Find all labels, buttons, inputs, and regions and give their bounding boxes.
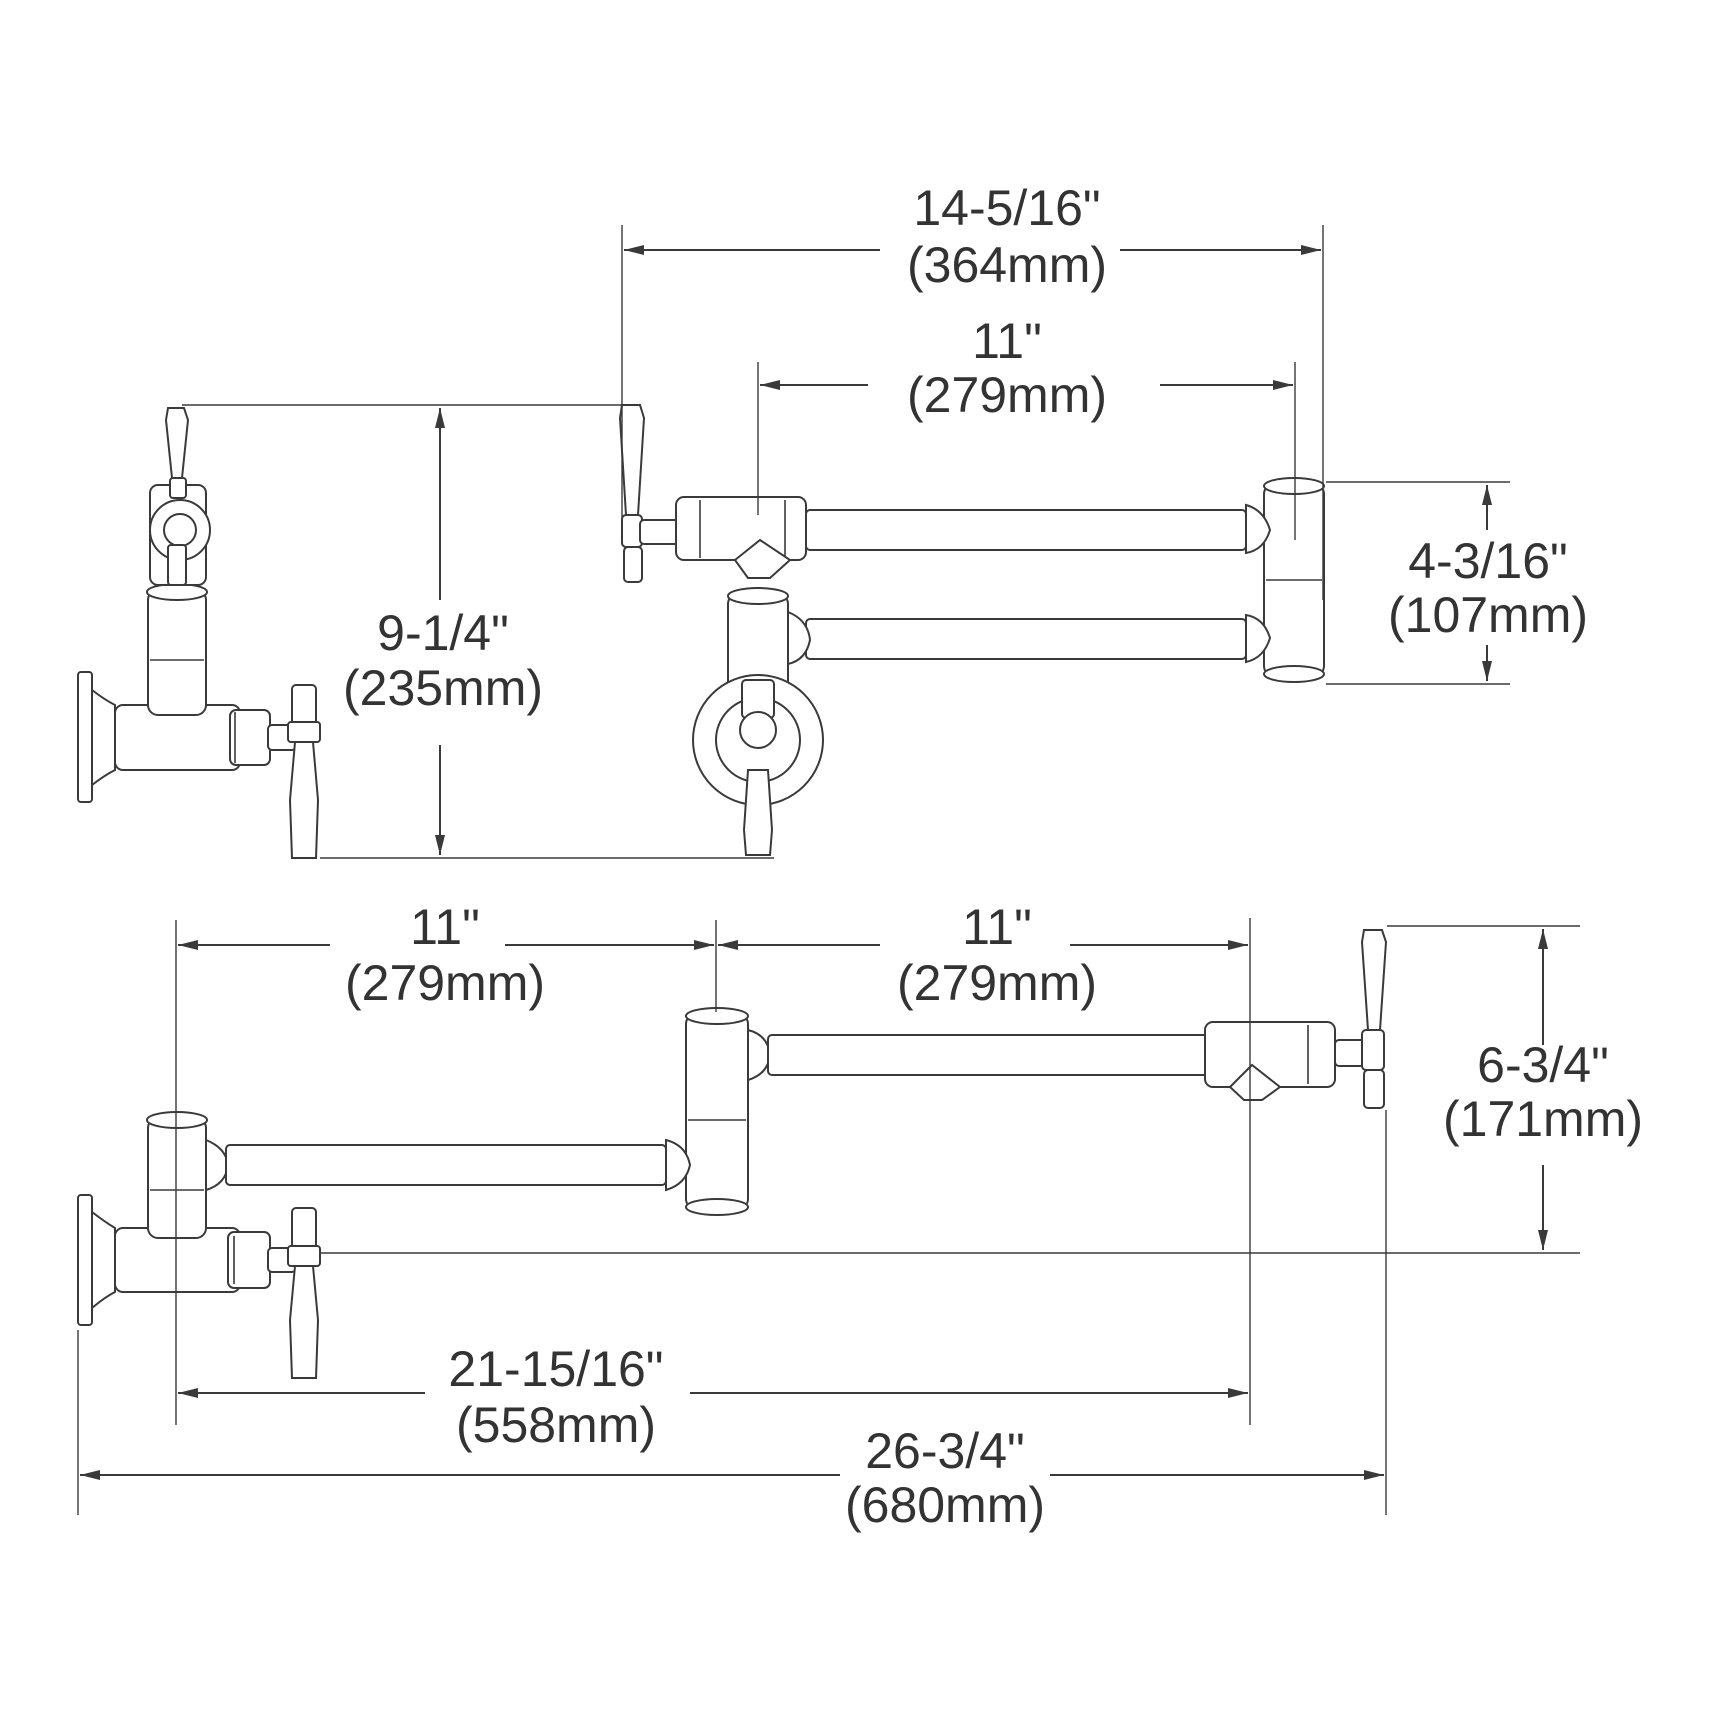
dim-spout-reach-metric: (558mm)	[456, 1397, 656, 1453]
dim-arm-spacing-metric: (107mm)	[1388, 587, 1588, 643]
side-view-faucet	[77, 407, 321, 859]
dim-side-height-metric: (235mm)	[343, 660, 543, 716]
dim-spout-height-metric: (171mm)	[1443, 1091, 1643, 1147]
dim-arm-spacing-imperial: 4-3/16"	[1408, 533, 1568, 589]
dim-overall-length-metric: (680mm)	[845, 1477, 1045, 1533]
dim-lower-arm-2-imperial: 11"	[962, 899, 1032, 955]
dimension-lines	[80, 245, 1548, 1480]
dim-lower-arm-1-metric: (279mm)	[345, 955, 545, 1011]
dim-lower-arm-1-imperial: 11"	[410, 899, 480, 955]
dim-spout-height-imperial: 6-3/4"	[1477, 1037, 1609, 1093]
extended-faucet	[77, 929, 1388, 1379]
dim-top-arm-imperial: 11"	[972, 313, 1042, 369]
dimension-labels: 14-5/16" (364mm) 11" (279mm) 9-1/4" (235…	[343, 180, 1643, 1533]
dim-top-overall-imperial: 14-5/16"	[913, 180, 1100, 236]
extension-lines	[77, 225, 1580, 1515]
dim-top-arm-metric: (279mm)	[907, 367, 1107, 423]
dim-spout-reach-imperial: 21-15/16"	[448, 1341, 663, 1397]
dim-lower-arm-2-metric: (279mm)	[897, 955, 1097, 1011]
dim-overall-length-imperial: 26-3/4"	[865, 1423, 1025, 1479]
dim-top-overall-metric: (364mm)	[907, 237, 1107, 293]
dim-side-height-imperial: 9-1/4"	[377, 605, 509, 661]
folded-faucet	[618, 404, 1325, 856]
